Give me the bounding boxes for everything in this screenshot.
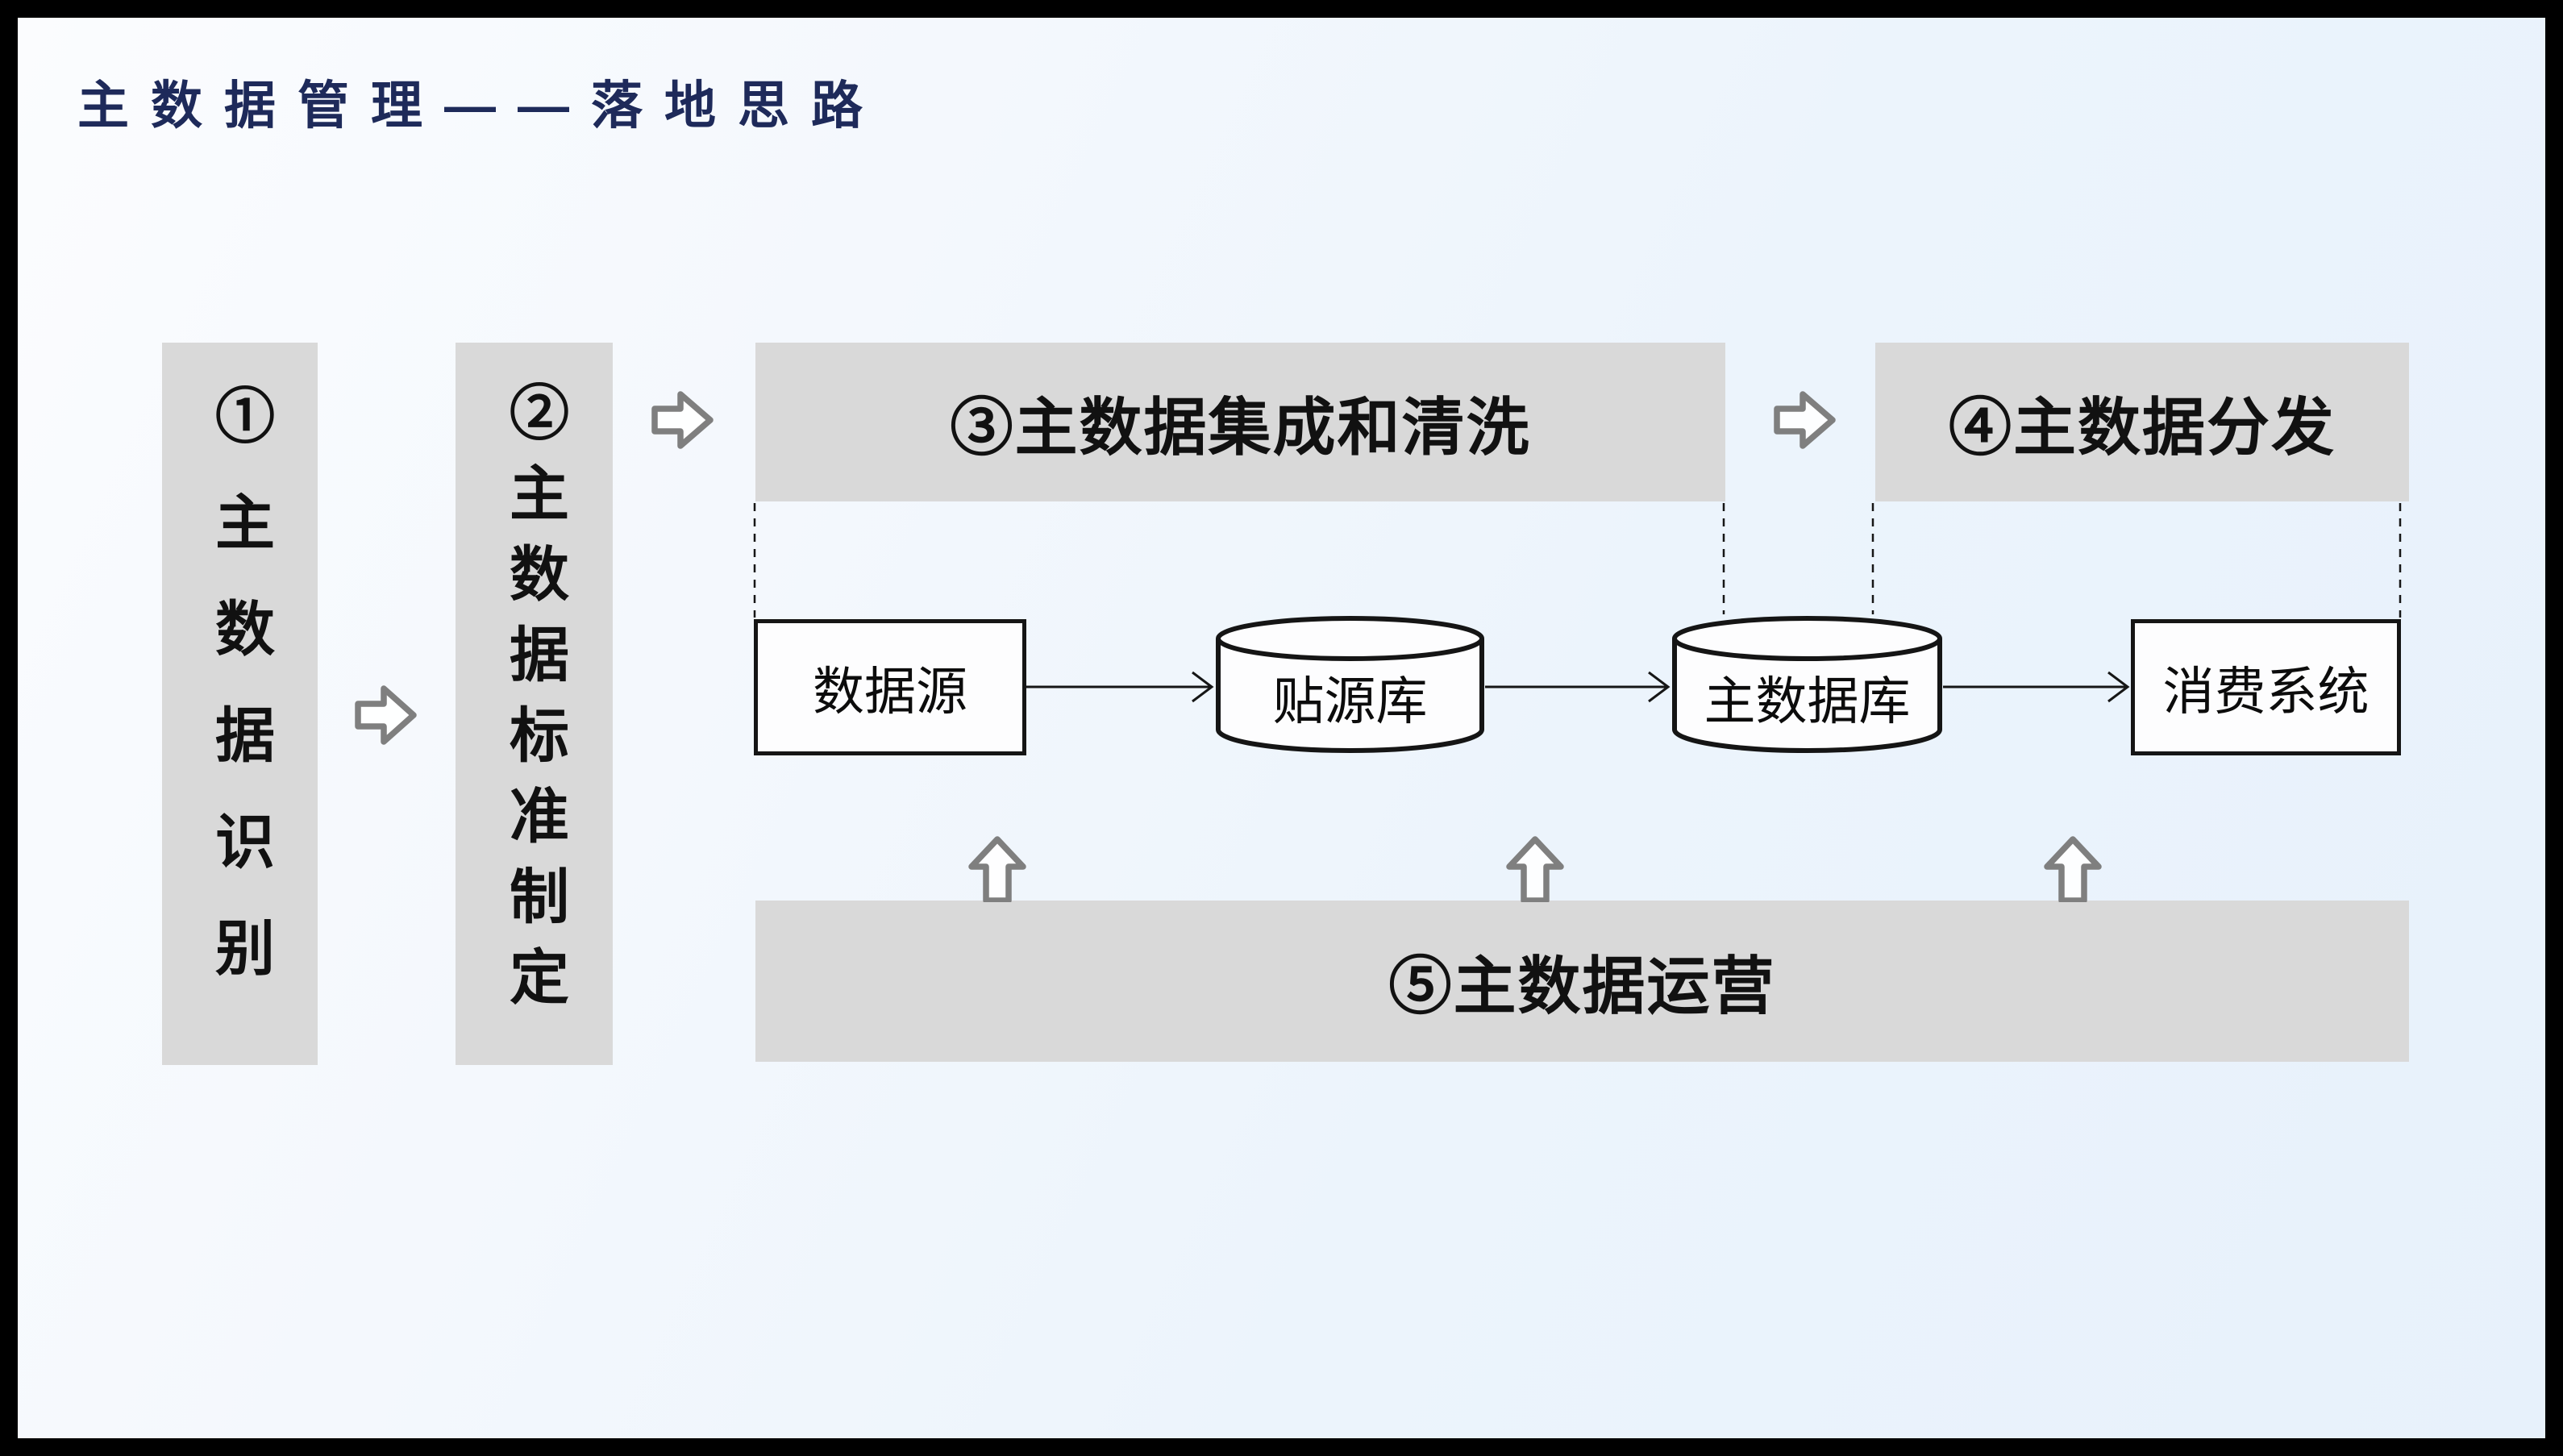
cylinder-icon (1672, 616, 1942, 753)
flow-node-label: 消费系统 (2162, 662, 2370, 721)
flow-node-label: 贴源库 (1272, 672, 1428, 730)
flow-node-master-database: 主数据库 (1671, 615, 1943, 755)
step-box-1-master-data-identification: ①主数据识别 (162, 343, 318, 1065)
arrowhead-icon (1648, 671, 1671, 703)
connector-layer (753, 503, 2402, 703)
step-box-4-distribution: ④主数据分发 (1875, 343, 2409, 501)
up-block-arrow-icon (1504, 834, 1567, 902)
up-block-arrow-icon (966, 834, 1029, 902)
step-box-5-operation-bar: ⑤主数据运营 (755, 901, 2409, 1062)
flow-node-label: 主数据库 (1704, 672, 1911, 730)
flow-node-data-source: 数据源 (754, 619, 1026, 755)
flow-node-source-replica-db: 贴源库 (1215, 615, 1485, 755)
right-block-arrow-icon (651, 389, 714, 451)
arrowhead-icon (2107, 671, 2130, 703)
step-box-2-master-data-standard: ②主数据标准制定 (456, 343, 613, 1065)
step-5-label: ⑤主数据运营 (1388, 951, 1776, 1021)
up-block-arrow-icon (2041, 834, 2104, 902)
step-4-label: ④主数据分发 (1948, 391, 2336, 463)
flow-node-label: 数据源 (813, 662, 967, 721)
right-block-arrow-icon (355, 683, 417, 747)
right-block-arrow-icon (1774, 389, 1836, 451)
cylinder-icon (1216, 616, 1484, 753)
step-2-label: ②主数据标准制定 (501, 381, 568, 1026)
step-box-3-integration-cleansing: ③主数据集成和清洗 (755, 343, 1725, 501)
flow-node-consumer-system: 消费系统 (2131, 619, 2401, 755)
step-1-label: ①主数据识别 (206, 385, 274, 1023)
step-3-label: ③主数据集成和清洗 (950, 391, 1531, 463)
page-title: 主数据管理——落地思路 (77, 77, 884, 135)
arrowhead-icon (1192, 671, 1214, 703)
